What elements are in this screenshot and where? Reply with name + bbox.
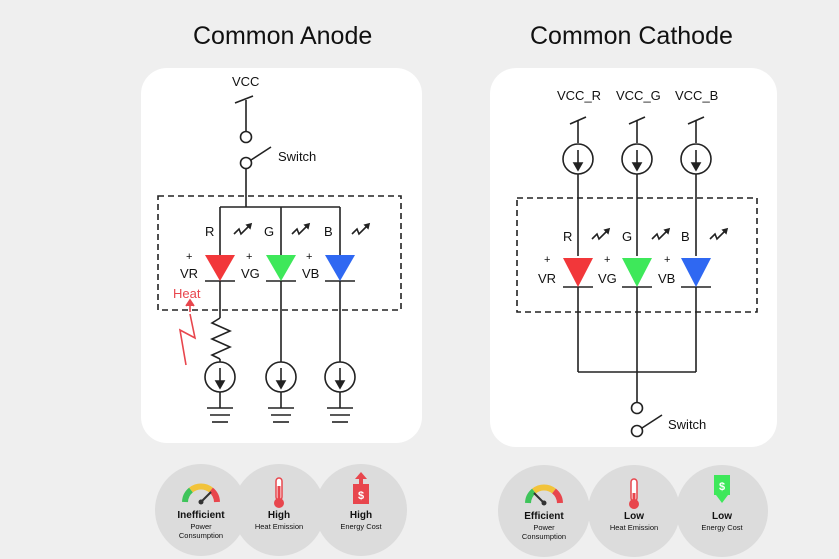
gauge-icon — [525, 484, 563, 506]
led-green-icon — [622, 258, 652, 287]
badge-line1: Low — [624, 511, 644, 522]
plus-label: + — [186, 251, 192, 263]
led-label-g: G — [622, 229, 632, 244]
cathode-leds — [563, 258, 711, 287]
badge-line1: High — [267, 510, 291, 521]
heat-icon — [178, 298, 197, 366]
energy-cost-down-icon: $ — [714, 475, 730, 503]
voltage-label-vg: VG — [598, 271, 617, 286]
voltage-label-vb: VB — [302, 266, 319, 281]
badge-line1: Inefficient — [177, 510, 225, 521]
plus-label: + — [604, 254, 610, 266]
thermometer-icon — [629, 478, 639, 509]
led-blue-icon — [681, 258, 711, 287]
led-green-icon — [266, 255, 296, 281]
led-label-r: R — [205, 224, 214, 239]
vcc-label: VCC — [232, 74, 259, 89]
led-red-icon — [205, 255, 235, 281]
badge-line2: Heat Emission — [609, 523, 659, 532]
voltage-label-vr: VR — [538, 271, 556, 286]
plus-label: + — [664, 254, 670, 266]
badge-low-heat: Low Heat Emission — [588, 465, 680, 557]
led-blue-icon — [325, 255, 355, 281]
badge-line1: Low — [712, 511, 732, 522]
vcc-r-label: VCC_R — [557, 88, 601, 103]
switch-label: Switch — [278, 149, 316, 164]
badge-line1: Efficient — [524, 511, 564, 522]
plus-label: + — [544, 254, 550, 266]
vcc-b-label: VCC_B — [675, 88, 718, 103]
anode-leds — [205, 255, 355, 281]
voltage-label-vg: VG — [241, 266, 260, 281]
switch-label: Switch — [668, 417, 706, 432]
led-label-b: B — [324, 224, 333, 239]
badge-line1: High — [349, 510, 373, 521]
badge-line2: Energy Cost — [701, 523, 743, 532]
badge-high-heat: High Heat Emission — [233, 464, 325, 556]
badge-high-energy-cost: $ High Energy Cost — [315, 464, 407, 556]
energy-cost-up-icon: $ — [353, 472, 369, 504]
led-label-b: B — [681, 229, 690, 244]
plus-label: + — [246, 251, 252, 263]
thermometer-icon — [274, 477, 284, 508]
voltage-label-vb: VB — [658, 271, 675, 286]
svg-text:$: $ — [719, 481, 725, 493]
common-anode-title: Common Anode — [193, 22, 373, 50]
led-label-r: R — [563, 229, 572, 244]
led-label-g: G — [264, 224, 274, 239]
svg-text:$: $ — [358, 490, 364, 502]
gauge-icon — [182, 483, 220, 505]
heat-label: Heat — [173, 286, 201, 301]
badge-line2: Heat Emission — [254, 522, 304, 531]
led-red-icon — [563, 258, 593, 287]
badge-low-energy-cost: $ Low Energy Cost — [676, 465, 768, 557]
common-cathode-title: Common Cathode — [530, 22, 733, 50]
badge-line2: Energy Cost — [340, 522, 382, 531]
plus-label: + — [306, 251, 312, 263]
common-cathode-panel — [490, 68, 777, 447]
vcc-g-label: VCC_G — [616, 88, 661, 103]
voltage-label-vr: VR — [180, 266, 198, 281]
